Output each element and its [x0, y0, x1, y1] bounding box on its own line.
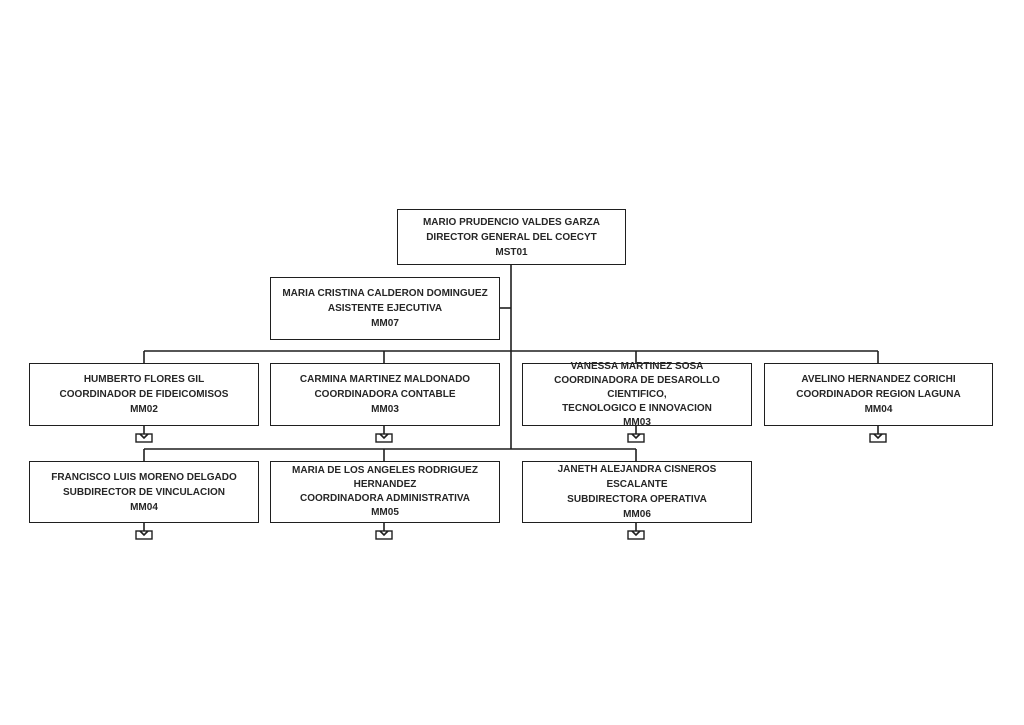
expand-stub-icon	[135, 426, 153, 443]
node-row1-3[interactable]: VANESSA MARTINEZ SOSA COORDINADORA DE DE…	[522, 360, 752, 428]
node-title: COORDINADORA CONTABLE	[314, 389, 456, 400]
node-name: MARIO PRUDENCIO VALDES GARZA	[422, 216, 601, 228]
node-title: SUBDIRECTORA OPERATIVA	[567, 494, 707, 505]
node-row2-3[interactable]: JANETH ALEJANDRA CISNEROS ESCALANTE SUBD…	[522, 461, 752, 523]
node-name: VANESSA MARTINEZ SOSA	[570, 360, 704, 372]
node-name: AVELINO HERNANDEZ CORICHI	[801, 374, 956, 385]
node-code: MM03	[371, 404, 399, 415]
node-title: COORDINADORA DE DESAROLLO CIENTIFICO, TE…	[554, 374, 720, 414]
node-assistant[interactable]: MARIA CRISTINA CALDERON DOMINGUEZ ASISTE…	[270, 277, 500, 340]
node-code: MM04	[864, 404, 893, 415]
node-title: COORDINADOR REGION LAGUNA	[796, 389, 961, 400]
expand-stub-icon	[375, 426, 393, 443]
expand-stub-icon	[869, 426, 887, 443]
node-name: FRANCISCO LUIS MORENO DELGADO	[51, 471, 237, 483]
node-row2-1[interactable]: FRANCISCO LUIS MORENO DELGADO SUBDIRECTO…	[29, 461, 259, 523]
node-row1-1[interactable]: HUMBERTO FLORES GIL COORDINADOR DE FIDEI…	[29, 363, 259, 426]
node-code: MM02	[130, 404, 158, 415]
expand-stub-icon	[135, 523, 153, 540]
expand-stub-icon	[375, 523, 393, 540]
node-title: COORDINADOR DE FIDEICOMISOS	[59, 389, 229, 400]
node-name: JANETH ALEJANDRA CISNEROS ESCALANTE	[557, 464, 717, 490]
node-name: HUMBERTO FLORES GIL	[83, 374, 205, 385]
node-code: MM03	[623, 416, 651, 428]
node-code: MM05	[371, 507, 399, 518]
node-row2-2[interactable]: MARIA DE LOS ANGELES RODRIGUEZ HERNANDEZ…	[270, 461, 500, 523]
expand-stub-icon	[627, 426, 645, 443]
node-name: MARIA CRISTINA CALDERON DOMINGUEZ	[282, 288, 488, 299]
node-title: DIRECTOR GENERAL DEL COECYT	[426, 231, 597, 243]
node-title: ASISTENTE EJECUTIVA	[327, 303, 443, 314]
node-name: MARIA DE LOS ANGELES RODRIGUEZ HERNANDEZ	[292, 465, 478, 490]
node-code: MM07	[371, 318, 399, 329]
node-row1-4[interactable]: AVELINO HERNANDEZ CORICHI COORDINADOR RE…	[764, 363, 993, 426]
node-row1-2[interactable]: CARMINA MARTINEZ MALDONADO COORDINADORA …	[270, 363, 500, 426]
node-name: CARMINA MARTINEZ MALDONADO	[299, 374, 471, 385]
node-code: MM04	[130, 501, 158, 513]
node-director[interactable]: MARIO PRUDENCIO VALDES GARZA DIRECTOR GE…	[397, 209, 626, 265]
node-title: COORDINADORA ADMINISTRATIVA	[300, 493, 470, 504]
node-title: SUBDIRECTOR DE VINCULACION	[62, 486, 226, 498]
node-code: MM06	[623, 509, 651, 520]
expand-stub-icon	[627, 523, 645, 540]
node-code: MST01	[495, 246, 528, 258]
